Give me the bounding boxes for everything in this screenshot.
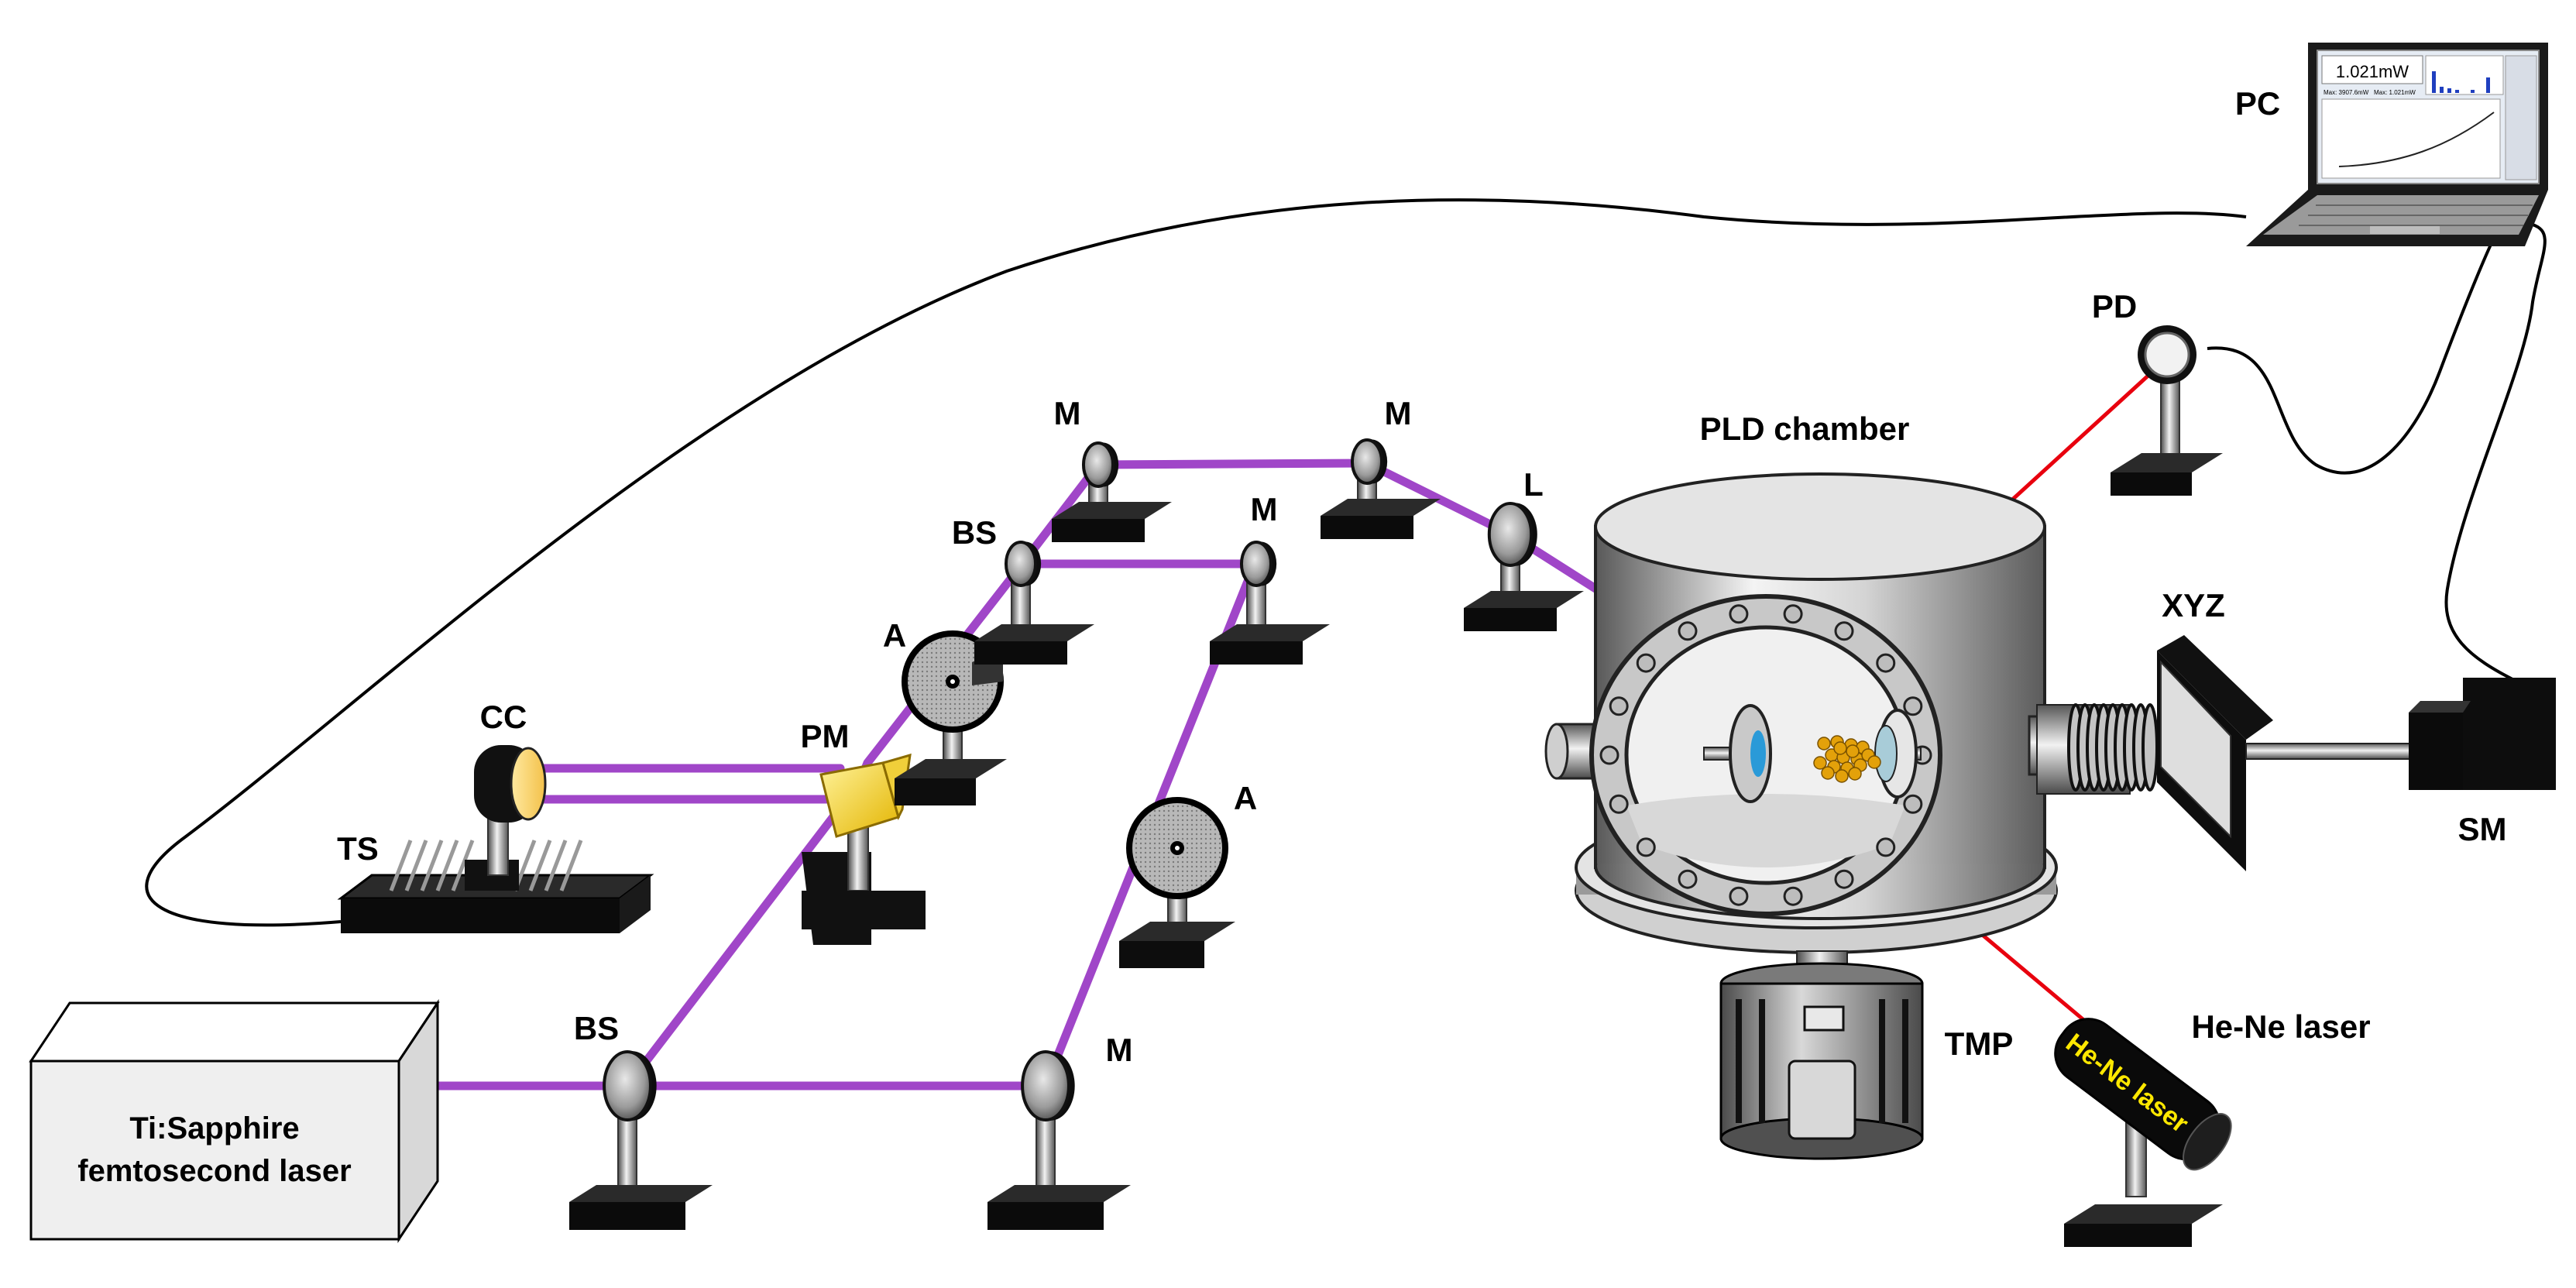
turbo-pump <box>1719 950 1924 1160</box>
chamber-label: PLD chamber <box>1700 410 1910 447</box>
attenuator-lower <box>1119 797 1235 968</box>
flange-bolt <box>1678 621 1698 641</box>
flange-bolt <box>1678 869 1698 889</box>
pm-label: PM <box>801 718 850 754</box>
cable-ts-pc <box>145 198 2247 927</box>
flange-bolt <box>1636 837 1656 857</box>
min-text: Max: 1.021mW <box>2374 89 2416 96</box>
translation-stage <box>337 840 654 933</box>
bellows-ring <box>2142 703 2159 792</box>
bs-lower-label: BS <box>574 1010 619 1046</box>
flange-bolt <box>1876 837 1896 857</box>
prism-mirror <box>802 753 926 945</box>
m-middle-label: M <box>1251 491 1278 527</box>
corner-cube <box>474 745 547 876</box>
flange-bolt <box>1903 696 1923 716</box>
flange-bolt <box>1729 886 1749 906</box>
flange-bolt <box>1834 869 1854 889</box>
flange-bolt <box>1729 604 1749 624</box>
flange-bolt <box>1609 696 1629 716</box>
mirror-middle <box>1210 541 1330 665</box>
plume-particle <box>1817 737 1831 750</box>
a-lower-label: A <box>1234 780 1257 816</box>
tmp-label: TMP <box>1945 1025 2014 1062</box>
ti-sapphire-laser: Ti:Sapphire femtosecond laser <box>29 999 440 1243</box>
flange-bolt <box>1876 653 1896 673</box>
laptop-pc: 1.021mW Max: 3907.6mW Max: 1.021mW <box>2246 43 2548 246</box>
flange-bolt <box>1834 621 1854 641</box>
beam-splitter-lower <box>569 1050 713 1230</box>
lens <box>1464 502 1584 631</box>
laser-label-line1: Ti:Sapphire <box>129 1111 299 1145</box>
plume-particle <box>1821 766 1835 780</box>
pc-label: PC <box>2235 85 2280 122</box>
pld-chamber <box>1544 472 2077 954</box>
ts-label: TS <box>337 830 379 867</box>
flange-bolt <box>1599 745 1619 765</box>
xyz-stage <box>2036 635 2433 871</box>
mirror-top-left <box>1052 441 1172 542</box>
flange-bolt <box>1783 886 1803 906</box>
flange-bolt <box>1636 653 1656 673</box>
cable-sm-pc <box>2444 223 2547 683</box>
pd-label: PD <box>2092 288 2137 325</box>
bellows <box>2067 703 2159 792</box>
cc-label: CC <box>480 699 527 735</box>
plume-particle <box>1813 756 1827 770</box>
flange-bolt <box>1783 604 1803 624</box>
mirror-top-right <box>1321 438 1441 539</box>
a-upper-label: A <box>883 617 906 654</box>
plume-particle <box>1835 769 1849 783</box>
m-top-right-label: M <box>1385 395 1412 431</box>
plume-particle <box>1848 767 1862 781</box>
m-top-left-label: M <box>1054 395 1081 431</box>
plume-particle <box>1867 755 1881 769</box>
power-reading: 1.021mW <box>2336 62 2409 81</box>
lens-label: L <box>1523 466 1544 503</box>
flange-bolt <box>1609 794 1629 814</box>
mirror-bottom <box>987 1050 1131 1230</box>
xyz-label: XYZ <box>2162 587 2225 623</box>
flange-bolt <box>1903 794 1923 814</box>
plume-particle <box>1846 744 1860 758</box>
bs-upper-label: BS <box>952 514 997 551</box>
photodetector <box>2111 325 2223 496</box>
hene-label: He-Ne laser <box>2191 1008 2370 1045</box>
sm-label: SM <box>2458 811 2507 847</box>
cables <box>145 198 2547 927</box>
cable-pd-pc <box>2207 223 2503 475</box>
max-text: Max: 3907.6mW <box>2324 89 2369 96</box>
mirror-mounts <box>569 438 1584 1230</box>
flange-bolts <box>1599 604 1932 906</box>
ablation-plume <box>1813 735 1881 783</box>
plume-particle <box>1833 741 1847 755</box>
beam-splitter-upper <box>974 541 1094 665</box>
stepper-motor <box>2409 678 2556 790</box>
m-bottom-label: M <box>1106 1032 1133 1068</box>
laser-label-line2: femtosecond laser <box>77 1154 351 1188</box>
